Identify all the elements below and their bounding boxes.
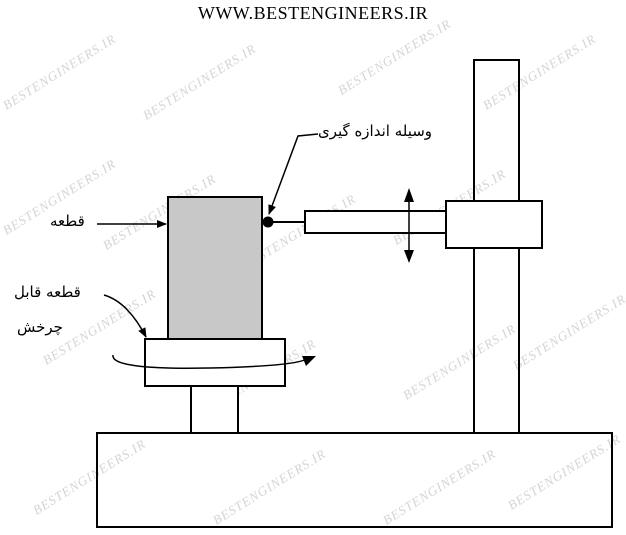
rotation-arrow-head [302, 356, 316, 366]
label-rotary-part-line1: قطعه قابل [14, 283, 81, 301]
column-slider [445, 200, 543, 249]
machine-base [96, 432, 613, 528]
rotary-table [144, 338, 286, 387]
label-workpiece: قطعه [50, 212, 85, 230]
arrow-head-down [404, 250, 414, 263]
workpiece [167, 196, 263, 340]
probe-tip [262, 216, 274, 228]
arrow-head-up [404, 188, 414, 202]
site-header: WWW.BESTENGINEERS.IR [197, 3, 429, 23]
label-rotary-part-line2: چرخش [17, 318, 63, 336]
leader-rotary-part [103, 294, 147, 338]
horizontal-arm [304, 210, 447, 234]
rotation-arrow [112, 354, 309, 369]
label-measuring-device: وسیله اندازه گیری [318, 122, 433, 140]
spindle [190, 385, 239, 434]
leader-measuring-device [268, 133, 319, 215]
